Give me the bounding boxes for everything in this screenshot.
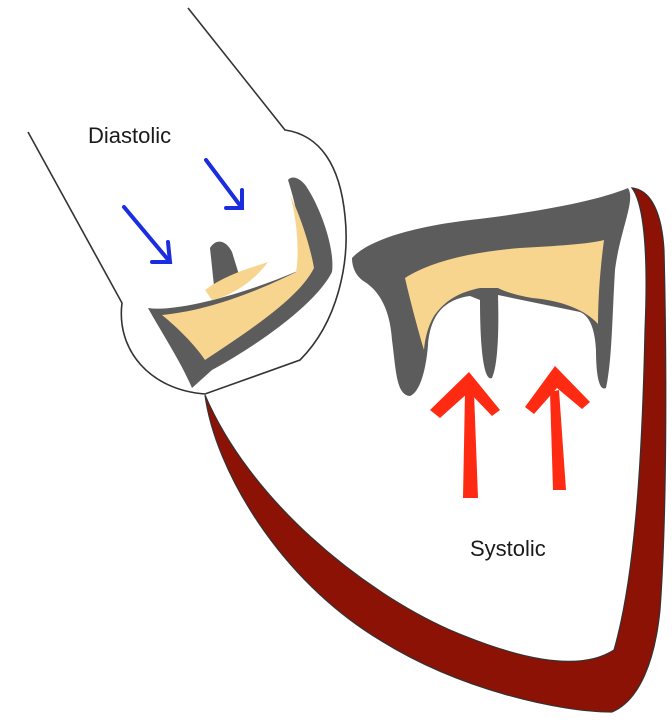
systolic-label: Systolic [470,536,546,561]
systolic-arrow [525,366,590,490]
systolic-valve [352,188,630,396]
diastolic-label: Diastolic [88,123,171,148]
systolic-arrows [430,366,590,498]
systolic-arrow [430,372,500,498]
